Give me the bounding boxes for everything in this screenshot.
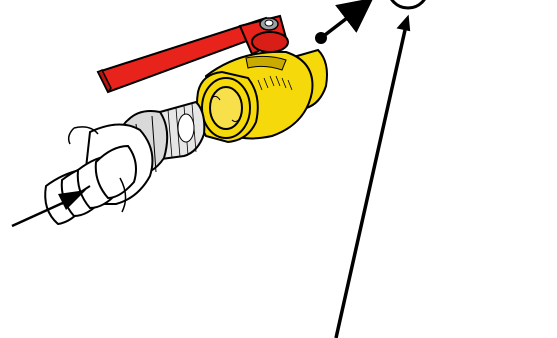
callout-circle: [388, 0, 428, 8]
leader-arrow: [336, 13, 414, 338]
handle-bolt: [260, 18, 278, 30]
flow-out-arrow: [315, 2, 368, 44]
ball-valve-body: [197, 50, 327, 142]
hose-barb-adapter: [45, 124, 152, 224]
